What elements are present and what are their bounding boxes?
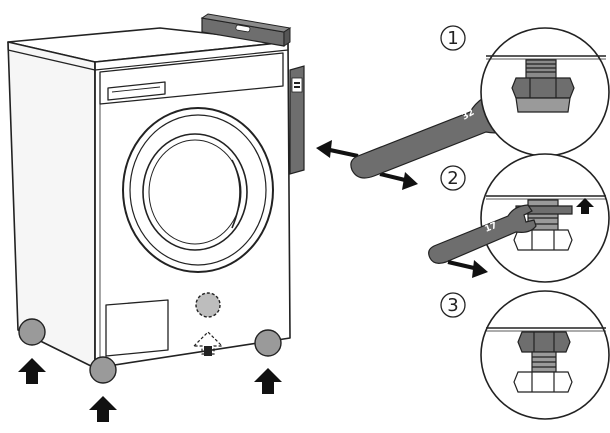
- wrench-17-label: 17: [483, 221, 498, 235]
- detergent-drawer: [107, 81, 166, 101]
- foot-front-middle: [89, 356, 117, 384]
- step-2-arrow-up-icon: [576, 198, 594, 214]
- double-arrow-icon: [316, 140, 418, 190]
- step-3-badge: [440, 292, 466, 318]
- arrow-up-left: [18, 358, 46, 384]
- step-1-number: 1: [447, 28, 458, 49]
- hidden-foot-arrow: [192, 331, 224, 355]
- step-2-number: 2: [447, 168, 458, 189]
- arrow-up-right: [254, 368, 282, 394]
- step-2-pull-arrow: [447, 260, 488, 278]
- foot-rear-hidden: [195, 292, 221, 318]
- foot-front-left: [18, 318, 46, 346]
- spirit-level-icon: [200, 13, 292, 47]
- service-panel: [105, 299, 169, 357]
- step-2-foot-detail: [486, 195, 606, 251]
- wrench-17: 17: [428, 204, 537, 264]
- foot-front-right: [254, 329, 282, 357]
- step-3-number: 3: [447, 295, 458, 316]
- machine-left-side: [7, 41, 96, 369]
- arrow-up-middle: [89, 396, 117, 422]
- step-2: 2 17: [428, 153, 610, 283]
- step-1-foot-detail: [486, 55, 606, 113]
- machine-door: [122, 107, 274, 273]
- control-panel: [99, 52, 284, 105]
- step-1: 1: [440, 25, 610, 157]
- step-3-foot-detail: [486, 327, 606, 393]
- step-1-badge: [440, 25, 466, 51]
- arrow-up-icon: [18, 358, 282, 422]
- machine-back-panel: [289, 65, 305, 175]
- step-2-badge: [440, 165, 466, 191]
- machine-feet: [18, 292, 282, 384]
- step-3: 3: [440, 290, 610, 420]
